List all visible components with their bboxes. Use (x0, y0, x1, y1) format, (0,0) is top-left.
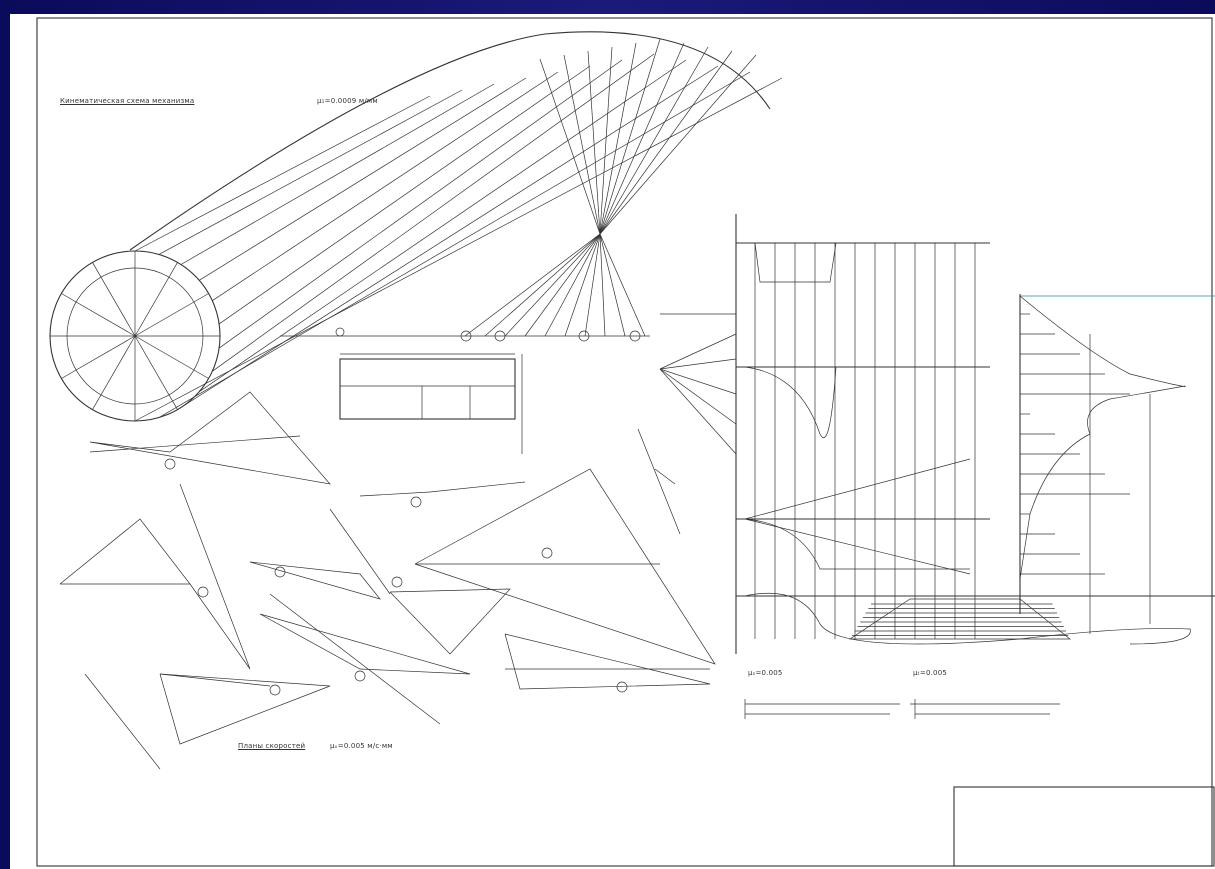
plot-scale-right: μₜ=0.005 (913, 669, 948, 677)
rocker-fan (464, 38, 757, 337)
mechanism-diagram (49, 31, 783, 454)
kinematic-graphs (659, 214, 1215, 719)
title-block-icon (953, 786, 1215, 867)
velocity-plans (59, 391, 716, 770)
mechanism-title: Кинематическая схема механизма (60, 97, 195, 105)
sheet-border (36, 17, 1213, 867)
connecting-rods (134, 53, 783, 422)
slider-block-icon (339, 358, 516, 420)
drawing-sheet: Кинематическая схема механизма μ₁=0.0009… (10, 14, 1215, 869)
drawing-canvas (36, 17, 1215, 867)
upper-arc (129, 31, 771, 251)
plot-scale-left: μₛ=0.005 (748, 669, 783, 677)
velocity-title: Планы скоростей (238, 742, 306, 750)
velocity-scale: μᵥ=0.005 м/с·мм (330, 742, 393, 750)
mechanism-scale: μ₁=0.0009 м/мм (317, 97, 378, 105)
